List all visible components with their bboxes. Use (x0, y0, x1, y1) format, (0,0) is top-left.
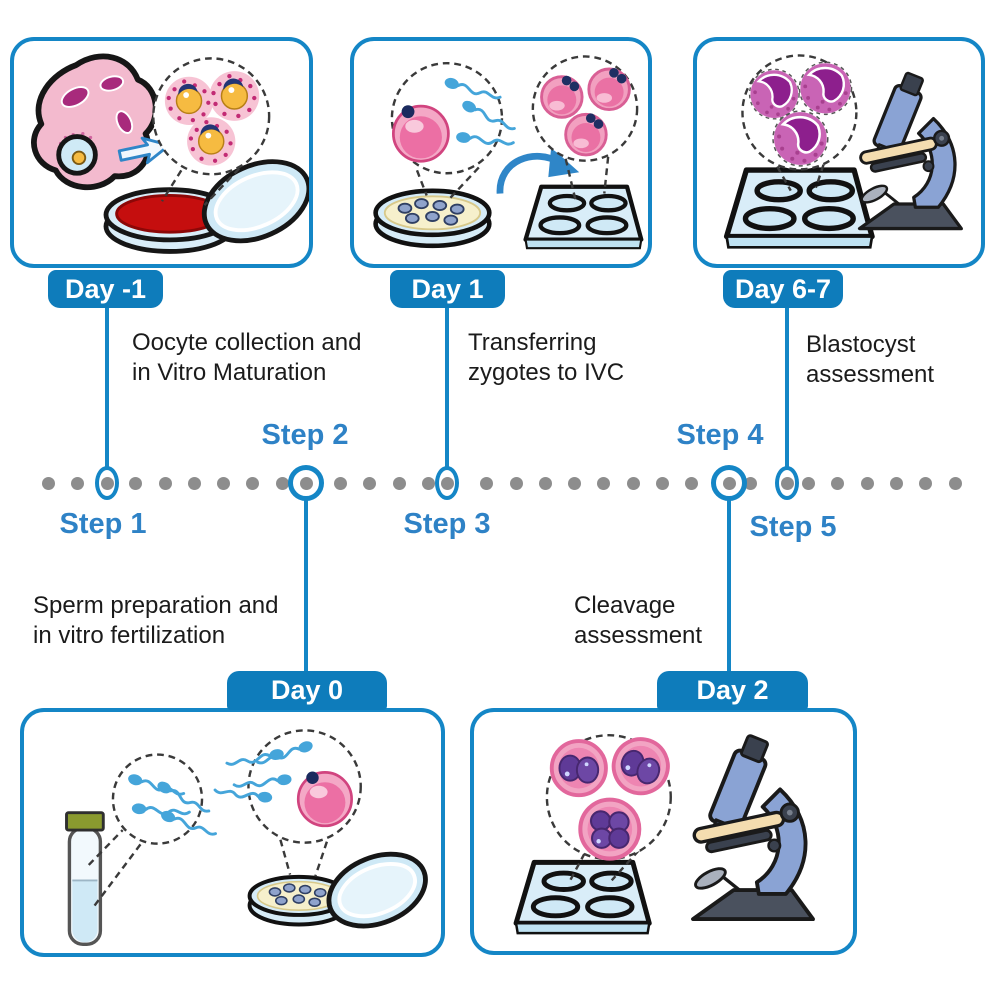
curved-arrow-icon (496, 147, 580, 194)
day-tab-label: Day 6-7 (734, 273, 832, 304)
timeline-dot (158, 476, 172, 490)
step-5-label: Step 5 (749, 511, 837, 543)
fertilization-magnifier-icon (390, 61, 518, 175)
four-well-plate-icon (727, 170, 872, 247)
description-sperm-preparation: Sperm preparation and in vitro fertiliza… (33, 592, 279, 650)
connector-day-0 (304, 500, 308, 673)
timeline-dot (831, 476, 845, 490)
connector-day-minus-1 (105, 306, 109, 467)
timeline-ring-day-minus-1 (95, 466, 119, 500)
magnifier-lines (415, 166, 480, 200)
ovary-icon (31, 53, 159, 191)
day-tab-2: Day 2 (657, 671, 808, 710)
panel-day-2 (470, 708, 857, 955)
timeline-dot (685, 476, 699, 490)
test-tube-icon (65, 811, 105, 946)
magnifier-lines (160, 167, 241, 206)
dish-lid-icon (201, 159, 309, 244)
description-oocyte-collection: Oocyte collection and in Vitro Maturatio… (132, 329, 362, 387)
step-3-label: Step 3 (403, 508, 491, 540)
microscope-icon (857, 68, 963, 231)
arrow-right-icon (117, 136, 171, 165)
timeline-dot (889, 476, 903, 490)
timeline-dot (363, 476, 377, 490)
timeline-dot (41, 476, 55, 490)
sperm-magnifier-icon (111, 753, 219, 845)
step-4-label: Step 4 (676, 419, 764, 451)
fertilization-magnifier-icon (212, 729, 362, 844)
timeline-dot (509, 476, 523, 490)
timeline-dot (919, 476, 933, 490)
day-tab-0: Day 0 (227, 671, 387, 710)
timeline-dot (246, 476, 260, 490)
day-tab-label: Day 1 (411, 273, 484, 304)
timeline-dot (334, 476, 348, 490)
timeline-dot (480, 476, 494, 490)
connector-day-2 (727, 500, 731, 673)
day-tab-label: Day -1 (64, 273, 147, 304)
timeline-dot (421, 476, 435, 490)
timeline-dot (217, 476, 231, 490)
day-tab-label: Day 0 (270, 675, 344, 705)
dish-lid-icon (326, 851, 428, 929)
oocyte-dish-icon (376, 191, 490, 246)
timeline-dot (743, 476, 757, 490)
cumulus-oocytes-magnifier-icon (152, 57, 271, 176)
timeline-dot (392, 476, 406, 490)
magnifier-lines (279, 839, 329, 877)
timeline-dot (597, 476, 611, 490)
timeline-dot (538, 476, 552, 490)
description-cleavage-assessment: Cleavage assessment (574, 592, 703, 650)
timeline-ring-day-1 (435, 466, 459, 500)
panel-day-minus-1 (10, 37, 313, 268)
magnifier-lines (568, 849, 640, 883)
connector-day-1 (445, 306, 449, 467)
timeline-dot (187, 476, 201, 490)
step-2-label: Step 2 (261, 419, 349, 451)
timeline-ring-day-6-7 (775, 466, 799, 500)
timeline-dot (948, 476, 962, 490)
description-transferring-zygotes: Transferring zygotes to IVC (468, 329, 625, 387)
day-tab-label: Day 2 (696, 675, 769, 705)
connector-day-6-7 (785, 306, 789, 467)
step-1-label: Step 1 (59, 508, 147, 540)
microscope-icon (690, 730, 815, 922)
panel-day-0 (20, 708, 445, 957)
timeline-dot (568, 476, 582, 490)
timeline-dot (275, 476, 289, 490)
cleavage-embryos-magnifier-icon (545, 729, 678, 859)
day-tab-6-7: Day 6-7 (723, 270, 843, 308)
timeline-dot (626, 476, 640, 490)
blastocysts-magnifier-icon (741, 54, 858, 171)
panel-day-6-7 (693, 37, 985, 268)
timeline-dot (802, 476, 816, 490)
timeline-ring-day-2 (711, 465, 747, 501)
magnifier-lines (776, 164, 825, 192)
panel-day-1 (350, 37, 652, 268)
magnifier-lines (564, 156, 610, 200)
timeline-dot (860, 476, 874, 490)
four-well-plate-icon (516, 862, 649, 933)
timeline-ring-day-0 (288, 465, 324, 501)
four-well-plate-icon (526, 187, 642, 248)
timeline-dot (70, 476, 84, 490)
day-tab-minus-1: Day -1 (48, 270, 163, 308)
zygotes-magnifier-icon (531, 55, 639, 162)
timeline-dot (129, 476, 143, 490)
description-blastocyst-assessment: Blastocyst assessment (806, 331, 935, 389)
timeline-dot (655, 476, 669, 490)
day-tab-1: Day 1 (390, 270, 505, 308)
magnifier-lines (87, 829, 148, 907)
